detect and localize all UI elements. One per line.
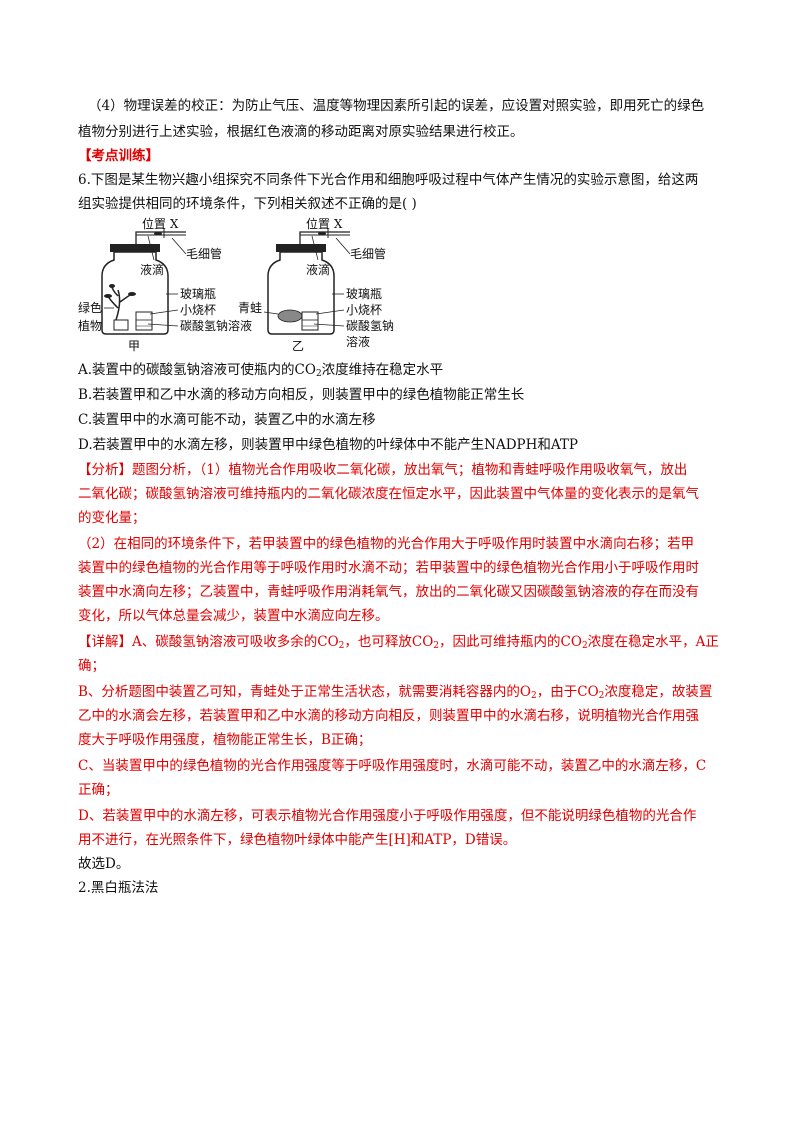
- detail-b-line-2: 乙中的水滴会左移，若装置甲和乙中水滴的移动方向相反，则装置甲中的水滴右移，说明植…: [78, 708, 699, 724]
- subscript: 2: [433, 641, 440, 651]
- detail-text: 浓度在稳定水平，A正: [587, 634, 719, 650]
- droplet-shape: [318, 231, 326, 236]
- pointer-line: [315, 309, 345, 315]
- small-beaker-label: 小烧杯: [180, 303, 216, 317]
- apparatus-jia: 位置 X 毛细管 液滴 玻璃瓶 小烧杯 碳酸氢钠溶液 绿色 植物 甲: [78, 216, 252, 353]
- detail-text: ，由于CO: [536, 684, 599, 700]
- pointer-line: [171, 237, 187, 255]
- analysis-line-3: 的变化量；: [78, 510, 146, 526]
- detail-a-line-1: 【详解】A、碳酸氢钠溶液可吸收多余的CO2，也可释放CO2，因此可维持瓶内的CO…: [78, 632, 719, 652]
- droplet-label: 液滴: [306, 262, 330, 277]
- pointer-line: [335, 237, 351, 255]
- capillary-tube-inner: [135, 234, 186, 244]
- pointer-line: [147, 235, 155, 261]
- experiment-diagram: 位置 X 毛细管 液滴 玻璃瓶 小烧杯 碳酸氢钠溶液 绿色 植物 甲: [78, 216, 394, 353]
- detail-d-line-1: D、若装置甲中的水滴左移，可表示植物光合作用强度小于呼吸作用强度，但不能说明绿色…: [78, 808, 697, 824]
- position-x-label: 位置 X: [306, 216, 343, 231]
- bottle-cap: [276, 244, 326, 252]
- organism-label: 青蛙: [238, 301, 262, 315]
- detail-b-line-1: B、分析题图中装置乙可知，青蛙处于正常生活状态，就需要消耗容器内的O2，由于CO…: [78, 682, 712, 702]
- leaf-icon: [109, 284, 115, 288]
- pointer-line: [311, 235, 319, 261]
- answer-line: 故选D。: [78, 856, 130, 872]
- option-a: A.装置中的碳酸氢钠溶液可使瓶内的CO2浓度维持在稳定水平: [78, 360, 443, 380]
- glass-bottle-shape: [101, 251, 169, 335]
- figure-caption-jia: 甲: [128, 339, 140, 353]
- detail-a-line-2: 确；: [78, 658, 105, 674]
- glass-bottle-label: 玻璃瓶: [180, 287, 216, 301]
- detail-text: ，因此可维持瓶内的CO: [439, 634, 582, 650]
- solution-label-line2: 溶液: [346, 334, 370, 349]
- option-a-text-2: 浓度维持在稳定水平: [321, 362, 444, 378]
- detail-c-line-1: C、当装置甲中的绿色植物的光合作用强度等于呼吸作用强度时，水滴可能不动，装置乙中…: [78, 758, 707, 774]
- leaf-icon: [104, 294, 112, 298]
- option-a-text-1: A.装置中的碳酸氢钠溶液可使瓶内的CO: [78, 362, 316, 378]
- small-beaker-shape: [135, 311, 153, 331]
- frog-icon: [277, 309, 303, 323]
- plant-icon: [107, 285, 133, 321]
- solution-label-line1: 碳酸氢钠: [346, 318, 394, 333]
- droplet-label: 液滴: [140, 262, 164, 277]
- detail-text: 【详解】A、碳酸氢钠溶液可吸收多余的CO: [78, 634, 339, 650]
- small-beaker-label: 小烧杯: [346, 303, 382, 317]
- subscript: 2: [338, 641, 345, 651]
- pointer-line: [313, 323, 345, 327]
- capillary-label: 毛细管: [186, 246, 222, 261]
- detail-text: ，也可释放CO: [344, 634, 434, 650]
- subscript: 2: [598, 691, 605, 701]
- pot-shape: [113, 319, 129, 331]
- detail-text: B、分析题图中装置乙可知，青蛙处于正常生活状态，就需要消耗容器内的O: [78, 684, 531, 700]
- organism-label-line2: 植物: [78, 318, 102, 333]
- detail-text: 浓度稳定，故装置: [604, 684, 713, 700]
- position-x-label: 位置 X: [142, 216, 179, 231]
- analysis-line-1: 【分析】题图分析，（1）植物光合作用吸收二氧化碳，放出氧气；植物和青蛙呼吸作用吸…: [78, 462, 688, 478]
- subscript: 2: [315, 369, 322, 379]
- option-c: C.装置甲中的水滴可能不动，装置乙中的水滴左移: [78, 412, 376, 428]
- analysis-line-6: 装置中水滴向左移；乙装置中，青蛙呼吸作用消耗氧气，放出的二氧化碳又因碳酸氢钠溶液…: [78, 584, 699, 600]
- glass-bottle-label: 玻璃瓶: [346, 287, 382, 301]
- detail-c-line-2: 正确；: [78, 782, 119, 798]
- analysis-line-2: 二氧化碳；碳酸氢钠溶液可维持瓶内的二氧化碳浓度在恒定水平，因此装置中气体量的变化…: [78, 486, 699, 502]
- analysis-line-7: 变化，所以气体总量会减少，装置中水滴应向左移。: [78, 608, 389, 624]
- section-training-heading: 【考点训练】: [78, 148, 159, 164]
- detail-d-line-2: 用不进行，在光照条件下，绿色植物叶绿体中能产生[H]和ATP，D错误。: [78, 832, 517, 848]
- question-line-2: 组实验提供相同的环境条件，下列相关叙述不正确的是( ): [78, 196, 417, 212]
- analysis-line-4: （2）在相同的环境条件下，若甲装置中的绿色植物的光合作用大于呼吸作用时装置中水滴…: [78, 536, 695, 552]
- glass-bottle-shape: [267, 251, 335, 335]
- small-beaker-shape: [301, 311, 319, 331]
- question-line-1: 6.下图是某生物兴趣小组探究不同条件下光合作用和细胞呼吸过程中气体产生情况的实验…: [78, 172, 699, 188]
- next-section-heading: 2.黑白瓶法法: [78, 880, 159, 896]
- pointer-line: [149, 309, 179, 315]
- pointer-line: [147, 323, 179, 327]
- droplet-shape: [154, 231, 162, 236]
- capillary-tube-inner: [299, 234, 350, 244]
- bottle-cap: [110, 244, 160, 252]
- figure-caption-yi: 乙: [292, 339, 304, 353]
- solution-label: 碳酸氢钠溶液: [180, 318, 252, 333]
- option-d: D.若装置甲中的水滴左移，则装置甲中绿色植物的叶绿体中不能产生NADPH和ATP: [78, 437, 578, 453]
- pointer-line: [263, 311, 279, 315]
- analysis-line-5: 装置中的绿色植物的光合作用等于呼吸作用时水滴不动；若甲装置中的绿色植物光合作用小…: [78, 560, 699, 576]
- experiment-figure: 位置 X 毛细管 液滴 玻璃瓶 小烧杯 碳酸氢钠溶液 绿色 植物 甲: [78, 216, 418, 356]
- organism-label-line1: 绿色: [78, 300, 102, 315]
- detail-b-line-3: 度大于呼吸作用强度，植物能正常生长，B正确；: [78, 732, 372, 748]
- correction-line-1: （4）物理误差的校正：为防止气压、温度等物理因素所引起的误差，应设置对照实验，即…: [88, 98, 705, 114]
- option-b: B.若装置甲和乙中水滴的移动方向相反，则装置甲中的绿色植物能正常生长: [78, 387, 525, 403]
- subscript: 2: [531, 691, 537, 701]
- capillary-label: 毛细管: [350, 246, 386, 261]
- subscript: 2: [581, 641, 588, 651]
- leaf-icon: [128, 292, 136, 296]
- apparatus-yi: 位置 X 毛细管 液滴 玻璃瓶 小烧杯 碳酸氢钠 溶液 青蛙 乙: [238, 216, 394, 353]
- correction-line-2: 植物分别进行上述实验，根据红色液滴的移动距离对原实验结果进行校正。: [78, 124, 524, 140]
